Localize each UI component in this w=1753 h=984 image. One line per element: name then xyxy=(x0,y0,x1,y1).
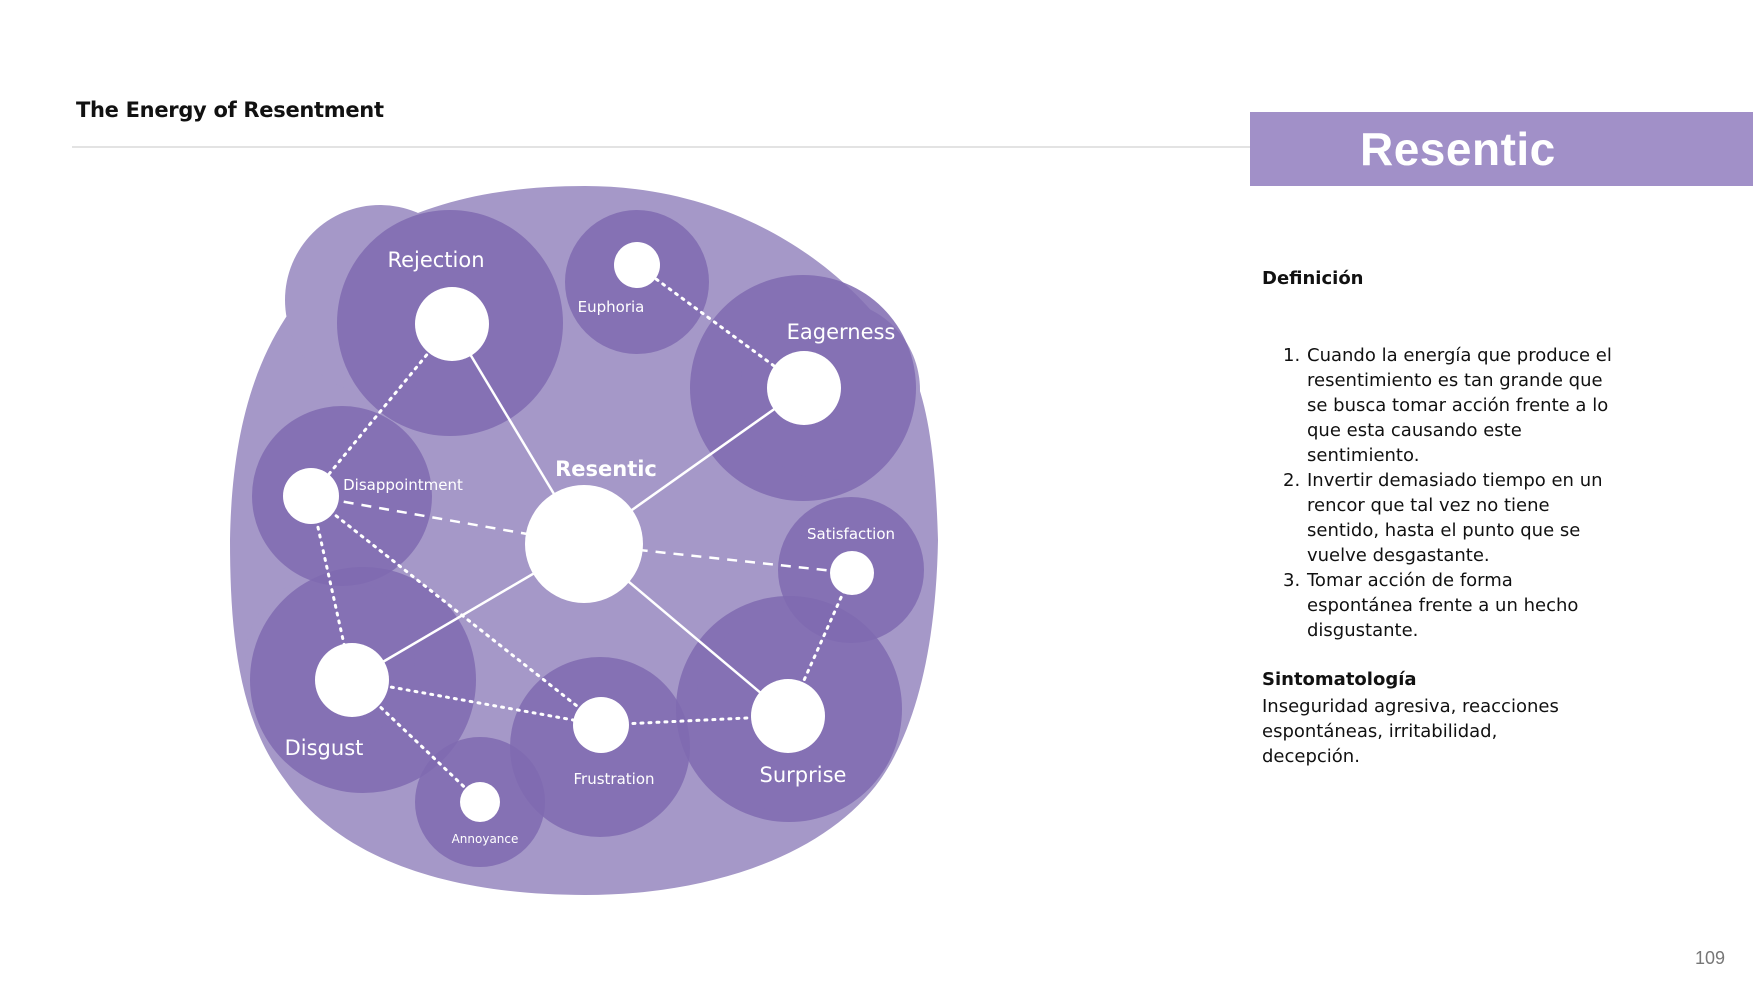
bubble-disappointment xyxy=(252,406,432,586)
label-center: Resentic xyxy=(555,457,657,481)
definition-item: 3. Tomar acción de forma espontánea frent… xyxy=(1283,568,1612,643)
definition-item: 2. Invertir demasiado tiempo en un rencor… xyxy=(1283,468,1612,568)
node-center xyxy=(525,485,643,603)
symptomatology-heading: Sintomatología xyxy=(1262,669,1417,690)
label-satisfaction: Satisfaction xyxy=(807,525,895,543)
node-frustration xyxy=(573,697,629,753)
emotion-diagram: Resentic Rejection Euphoria Eagerness Di… xyxy=(230,186,938,895)
node-disappointment xyxy=(283,468,339,524)
definition-item: 1. Cuando la energía que produce el resen… xyxy=(1283,343,1612,468)
label-rejection: Rejection xyxy=(387,248,484,272)
label-annoyance: Annoyance xyxy=(452,832,519,846)
node-eagerness xyxy=(767,351,841,425)
node-annoyance xyxy=(460,782,500,822)
title-banner: Resentic xyxy=(1250,112,1753,186)
label-frustration: Frustration xyxy=(574,770,655,788)
page-title: The Energy of Resentment xyxy=(76,98,384,122)
node-disgust xyxy=(315,643,389,717)
definition-item-text: Invertir demasiado tiempo en un rencor q… xyxy=(1307,470,1603,566)
label-surprise: Surprise xyxy=(760,763,847,787)
node-rejection xyxy=(415,287,489,361)
definition-item-text: Tomar acción de forma espontánea frente … xyxy=(1307,570,1579,641)
label-euphoria: Euphoria xyxy=(578,298,645,316)
definition-heading: Definición xyxy=(1262,268,1364,289)
definition-item-number: 2. xyxy=(1283,470,1301,491)
definition-item-number: 3. xyxy=(1283,570,1301,591)
dotted-connectors xyxy=(309,263,854,804)
node-satisfaction xyxy=(830,551,874,595)
emotion-nodes xyxy=(283,242,874,822)
label-disgust: Disgust xyxy=(285,736,364,760)
node-labels: Resentic Rejection Euphoria Eagerness Di… xyxy=(285,248,896,846)
header-divider xyxy=(72,146,1252,148)
label-disappointment: Disappointment xyxy=(343,476,463,494)
page-number: 109 xyxy=(1695,948,1726,968)
symptomatology-text: Inseguridad agresiva, reacciones espontá… xyxy=(1262,696,1559,767)
label-eagerness: Eagerness xyxy=(787,320,896,344)
definition-item-number: 1. xyxy=(1283,345,1301,366)
definition-item-text: Cuando la energía que produce el resenti… xyxy=(1307,345,1612,466)
title-banner-label: Resentic xyxy=(1360,123,1556,175)
node-euphoria xyxy=(614,242,660,288)
node-surprise xyxy=(751,679,825,753)
definition-list: 1. Cuando la energía que produce el resen… xyxy=(1262,343,1612,643)
